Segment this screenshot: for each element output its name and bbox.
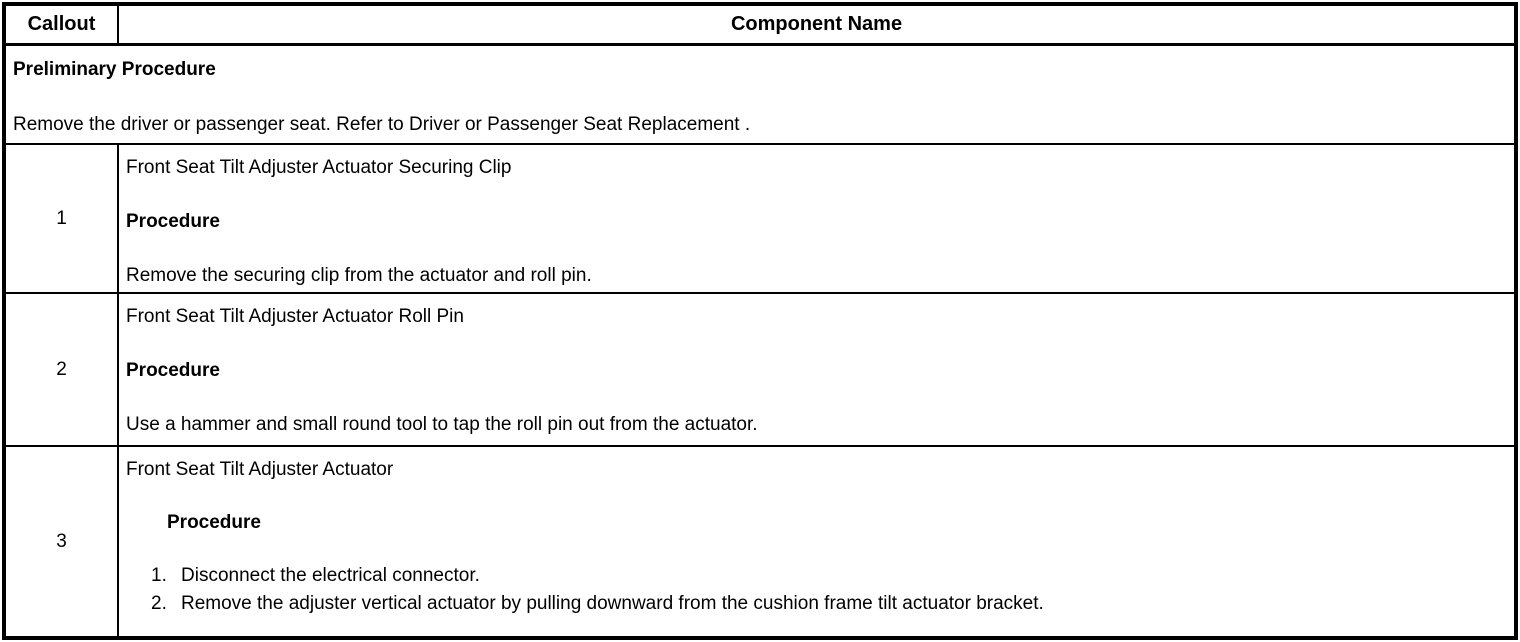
preliminary-procedure-row: Preliminary Procedure Remove the driver … — [6, 46, 1514, 145]
procedure-step-2: Use a hammer and small round tool to tap… — [126, 414, 758, 435]
callout-column-header: Callout — [6, 6, 119, 43]
procedure-step-1: Remove the securing clip from the actuat… — [126, 265, 592, 286]
step-number: 2. — [151, 593, 167, 614]
component-cell-2: Front Seat Tilt Adjuster Actuator Roll P… — [119, 294, 1514, 445]
procedure-label-1: Procedure — [126, 211, 220, 232]
table-row-1: 1 Front Seat Tilt Adjuster Actuator Secu… — [6, 145, 1514, 294]
component-name-column-header: Component Name — [730, 13, 903, 35]
table-row-3: 3 Front Seat Tilt Adjuster Actuator Proc… — [6, 447, 1514, 636]
step-number: 1. — [151, 565, 167, 586]
component-name-1: Front Seat Tilt Adjuster Actuator Securi… — [126, 157, 512, 178]
component-cell-3: Front Seat Tilt Adjuster Actuator Proced… — [119, 447, 1514, 636]
procedure-step-3-1: 1. Disconnect the electrical connector. — [151, 565, 1504, 587]
component-cell-1: Front Seat Tilt Adjuster Actuator Securi… — [119, 145, 1514, 292]
step-text: Remove the adjuster vertical actuator by… — [181, 593, 1044, 614]
procedure-label-3: Procedure — [167, 512, 261, 533]
table-header-row: Callout Component Name — [6, 6, 1514, 46]
preliminary-procedure-title: Preliminary Procedure — [13, 59, 216, 80]
callout-number-1: 1 — [6, 145, 119, 292]
callout-number-2: 2 — [6, 294, 119, 445]
component-name-3: Front Seat Tilt Adjuster Actuator — [126, 459, 394, 480]
callout-number-3: 3 — [6, 447, 119, 636]
procedure-step-3-2: 2. Remove the adjuster vertical actuator… — [151, 593, 1504, 615]
preliminary-procedure-text: Remove the driver or passenger seat. Ref… — [13, 114, 751, 135]
procedure-label-2: Procedure — [126, 360, 220, 381]
component-name-2: Front Seat Tilt Adjuster Actuator Roll P… — [126, 306, 464, 327]
table-row-2: 2 Front Seat Tilt Adjuster Actuator Roll… — [6, 294, 1514, 447]
procedure-step-list: 1. Disconnect the electrical connector. … — [126, 565, 1504, 615]
step-text: Disconnect the electrical connector. — [181, 565, 480, 586]
